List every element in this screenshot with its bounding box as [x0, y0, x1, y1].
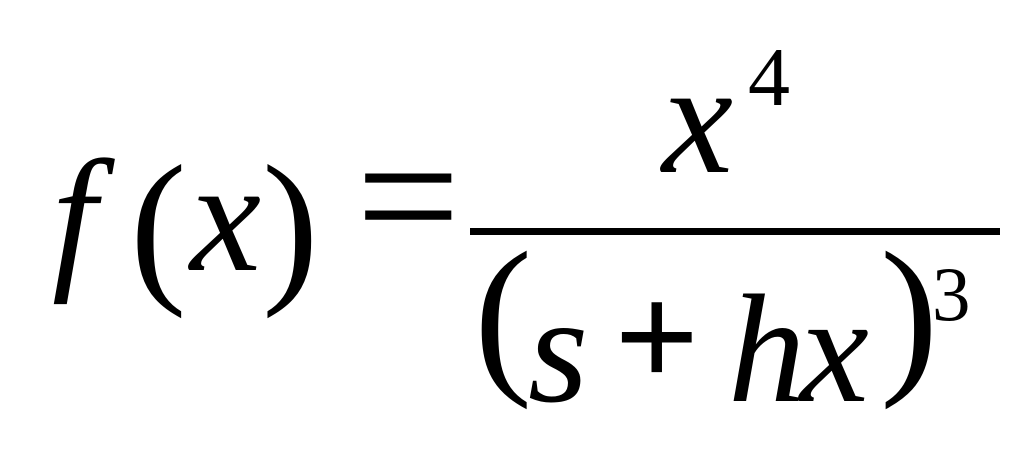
- numerator-exponent: 4: [748, 31, 790, 124]
- denominator-s: s: [528, 263, 589, 435]
- fraction-bar: [470, 228, 1000, 235]
- numerator-base: x: [662, 29, 734, 207]
- denominator-exponent: 3: [932, 251, 971, 337]
- lhs-variable: x: [190, 127, 262, 305]
- denominator-h: h: [728, 263, 806, 435]
- denominator-close-paren: ): [880, 216, 939, 410]
- denominator-x: x: [800, 263, 869, 435]
- equals-sign: =: [356, 94, 461, 299]
- denominator-open-paren: (: [474, 216, 533, 410]
- lhs-open-paren: (: [130, 131, 187, 319]
- plus-sign: +: [614, 254, 700, 420]
- lhs-close-paren: ): [262, 131, 319, 319]
- function-name: f: [52, 127, 97, 305]
